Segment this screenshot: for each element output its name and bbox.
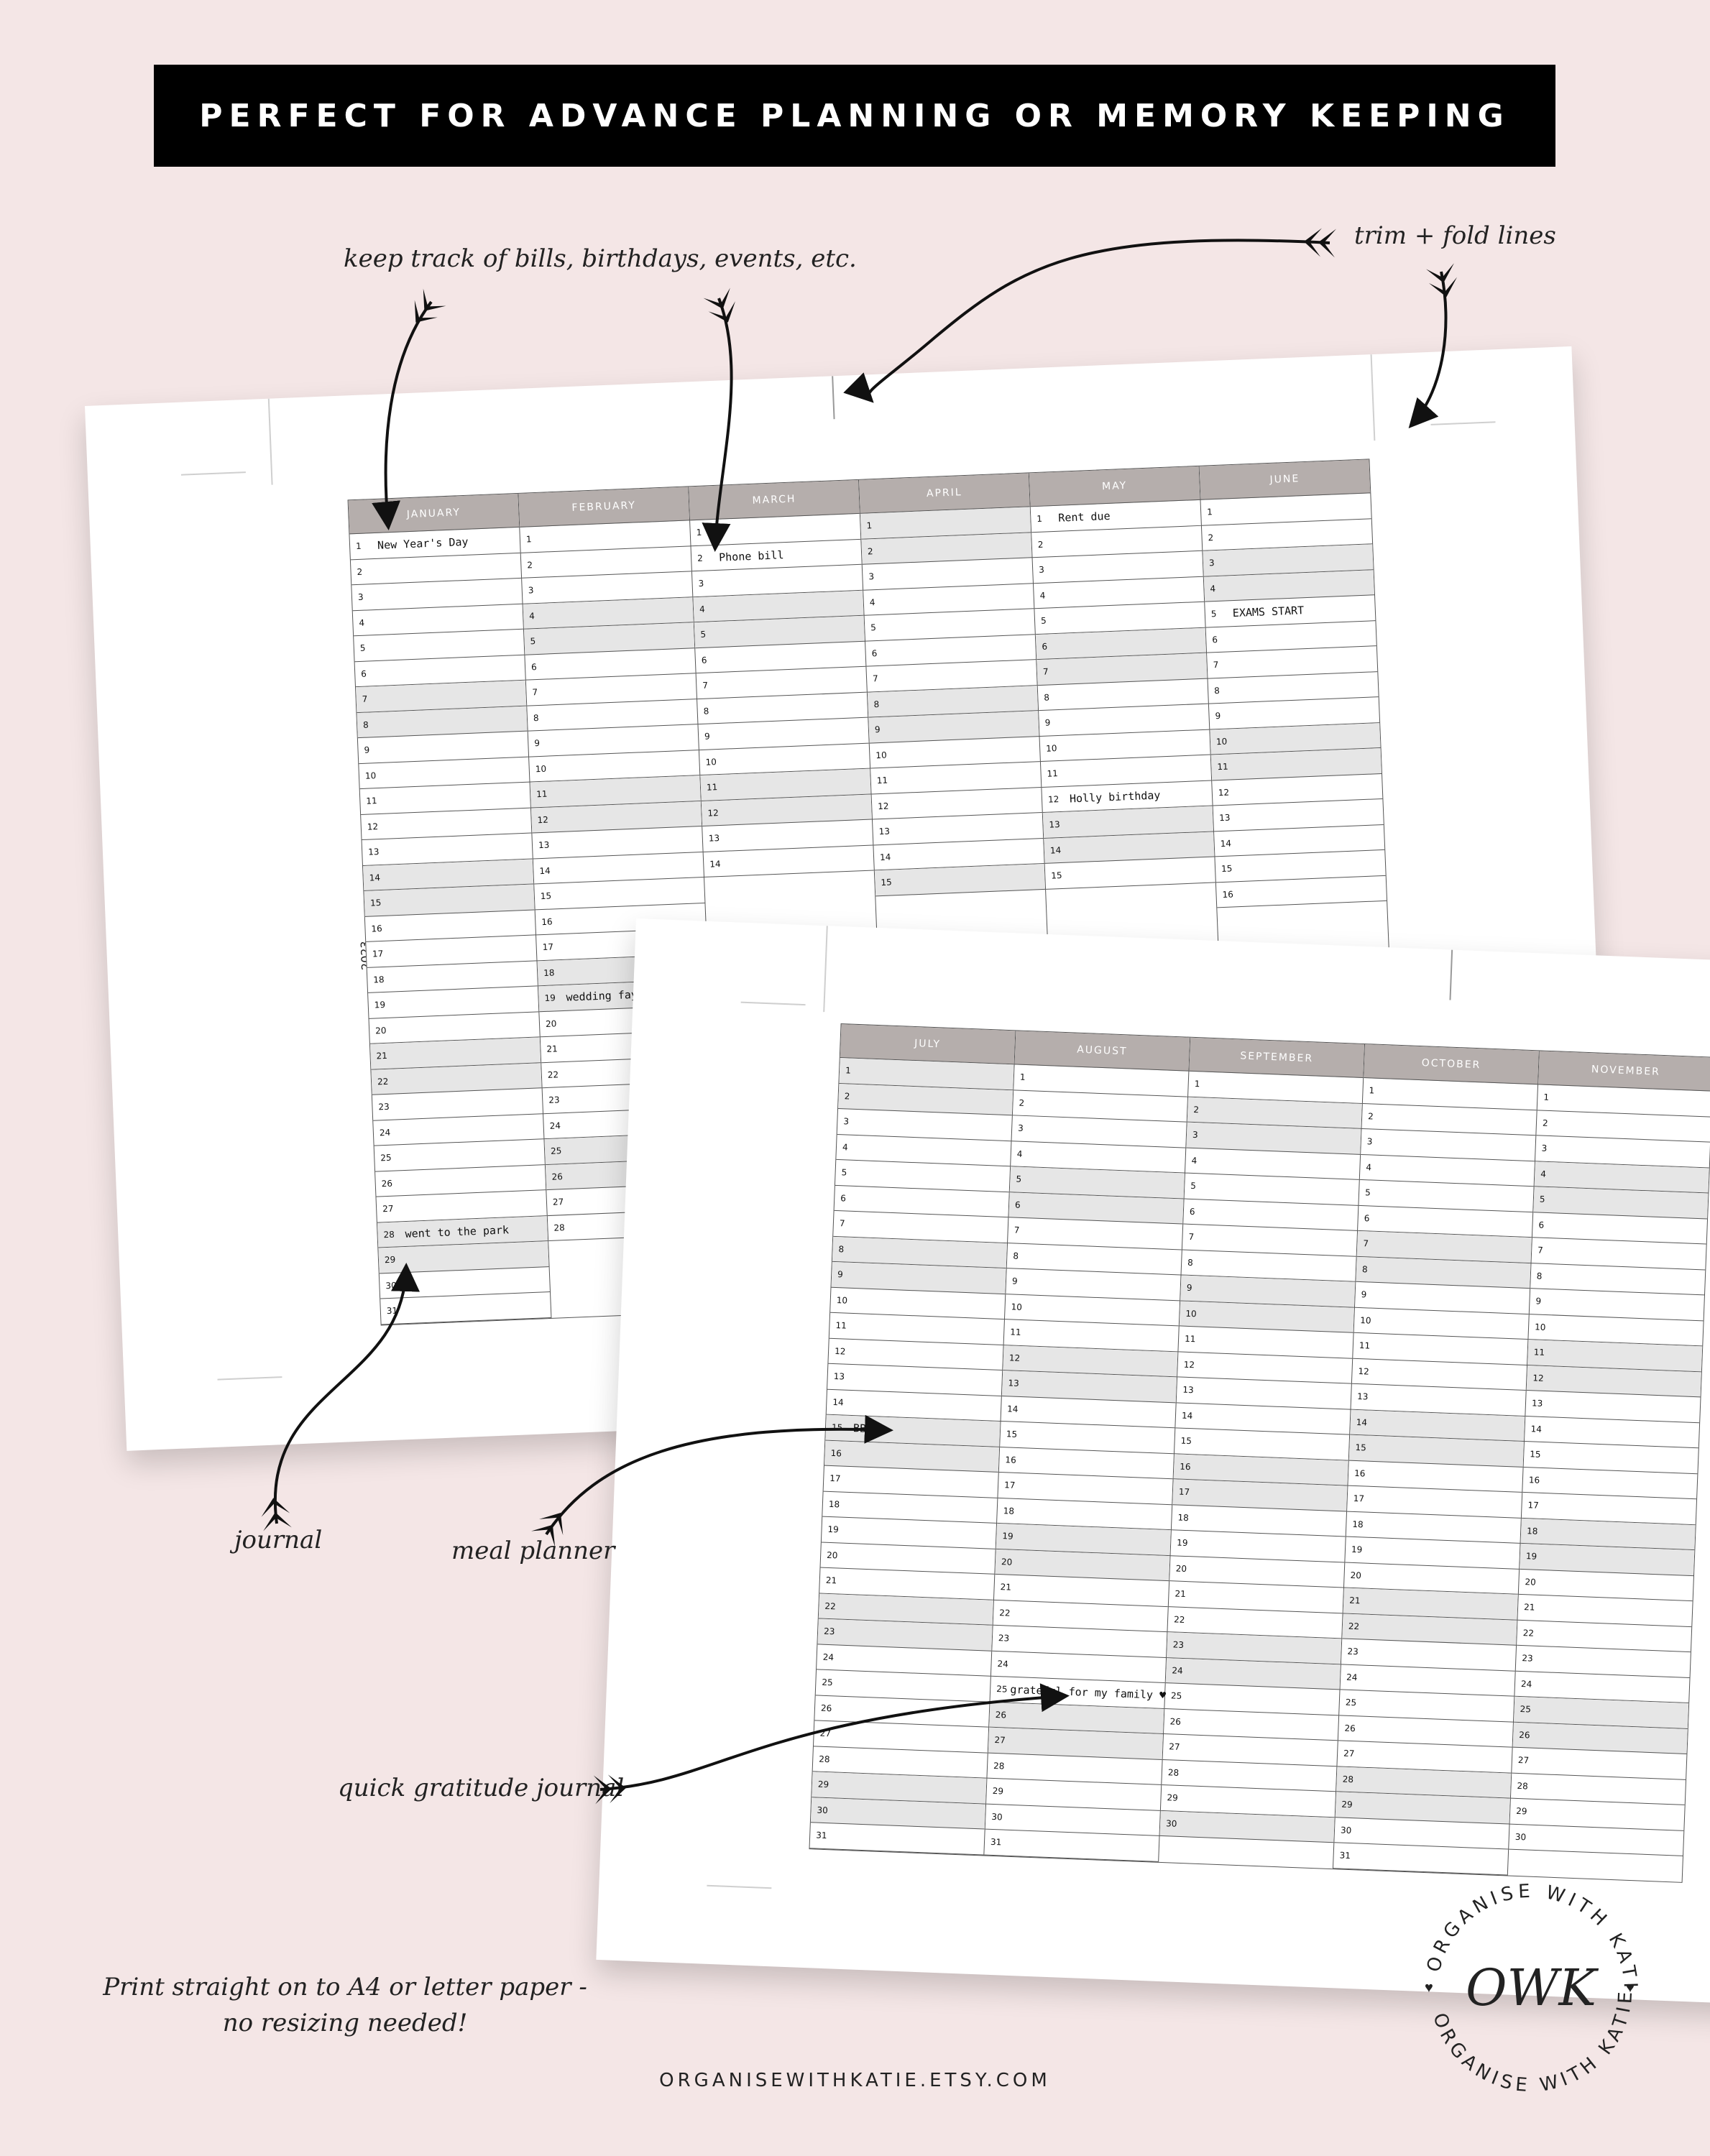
svg-text:♥: ♥ [1626,1980,1635,1996]
header-banner: PERFECT FOR ADVANCE PLANNING OR MEMORY K… [154,65,1555,167]
svg-text:OWK: OWK [1466,1958,1599,2017]
print-note-line2: no resizing needed! [222,2009,468,2037]
note-bills: keep track of bills, birthdays, events, … [344,244,857,273]
brand-logo: ORGANISE WITH KATIE ORGANISE WITH KATIE … [1401,1852,1653,2113]
print-note-line1: Print straight on to A4 or letter paper … [103,1973,587,2001]
brand-seal: ORGANISE WITH KATIE ORGANISE WITH KATIE … [1401,1852,1637,2096]
banner-title: PERFECT FOR ADVANCE PLANNING OR MEMORY K… [199,97,1510,134]
note-trim: trim + fold lines [1354,221,1556,250]
note-gratitude: quick gratitude journal [338,1774,625,1802]
svg-text:♥: ♥ [1425,1980,1433,1996]
footer-url: ORGANISEWITHKATIE.ETSY.COM [659,2070,1051,2091]
print-note: Print straight on to A4 or letter paper … [93,1969,597,2041]
